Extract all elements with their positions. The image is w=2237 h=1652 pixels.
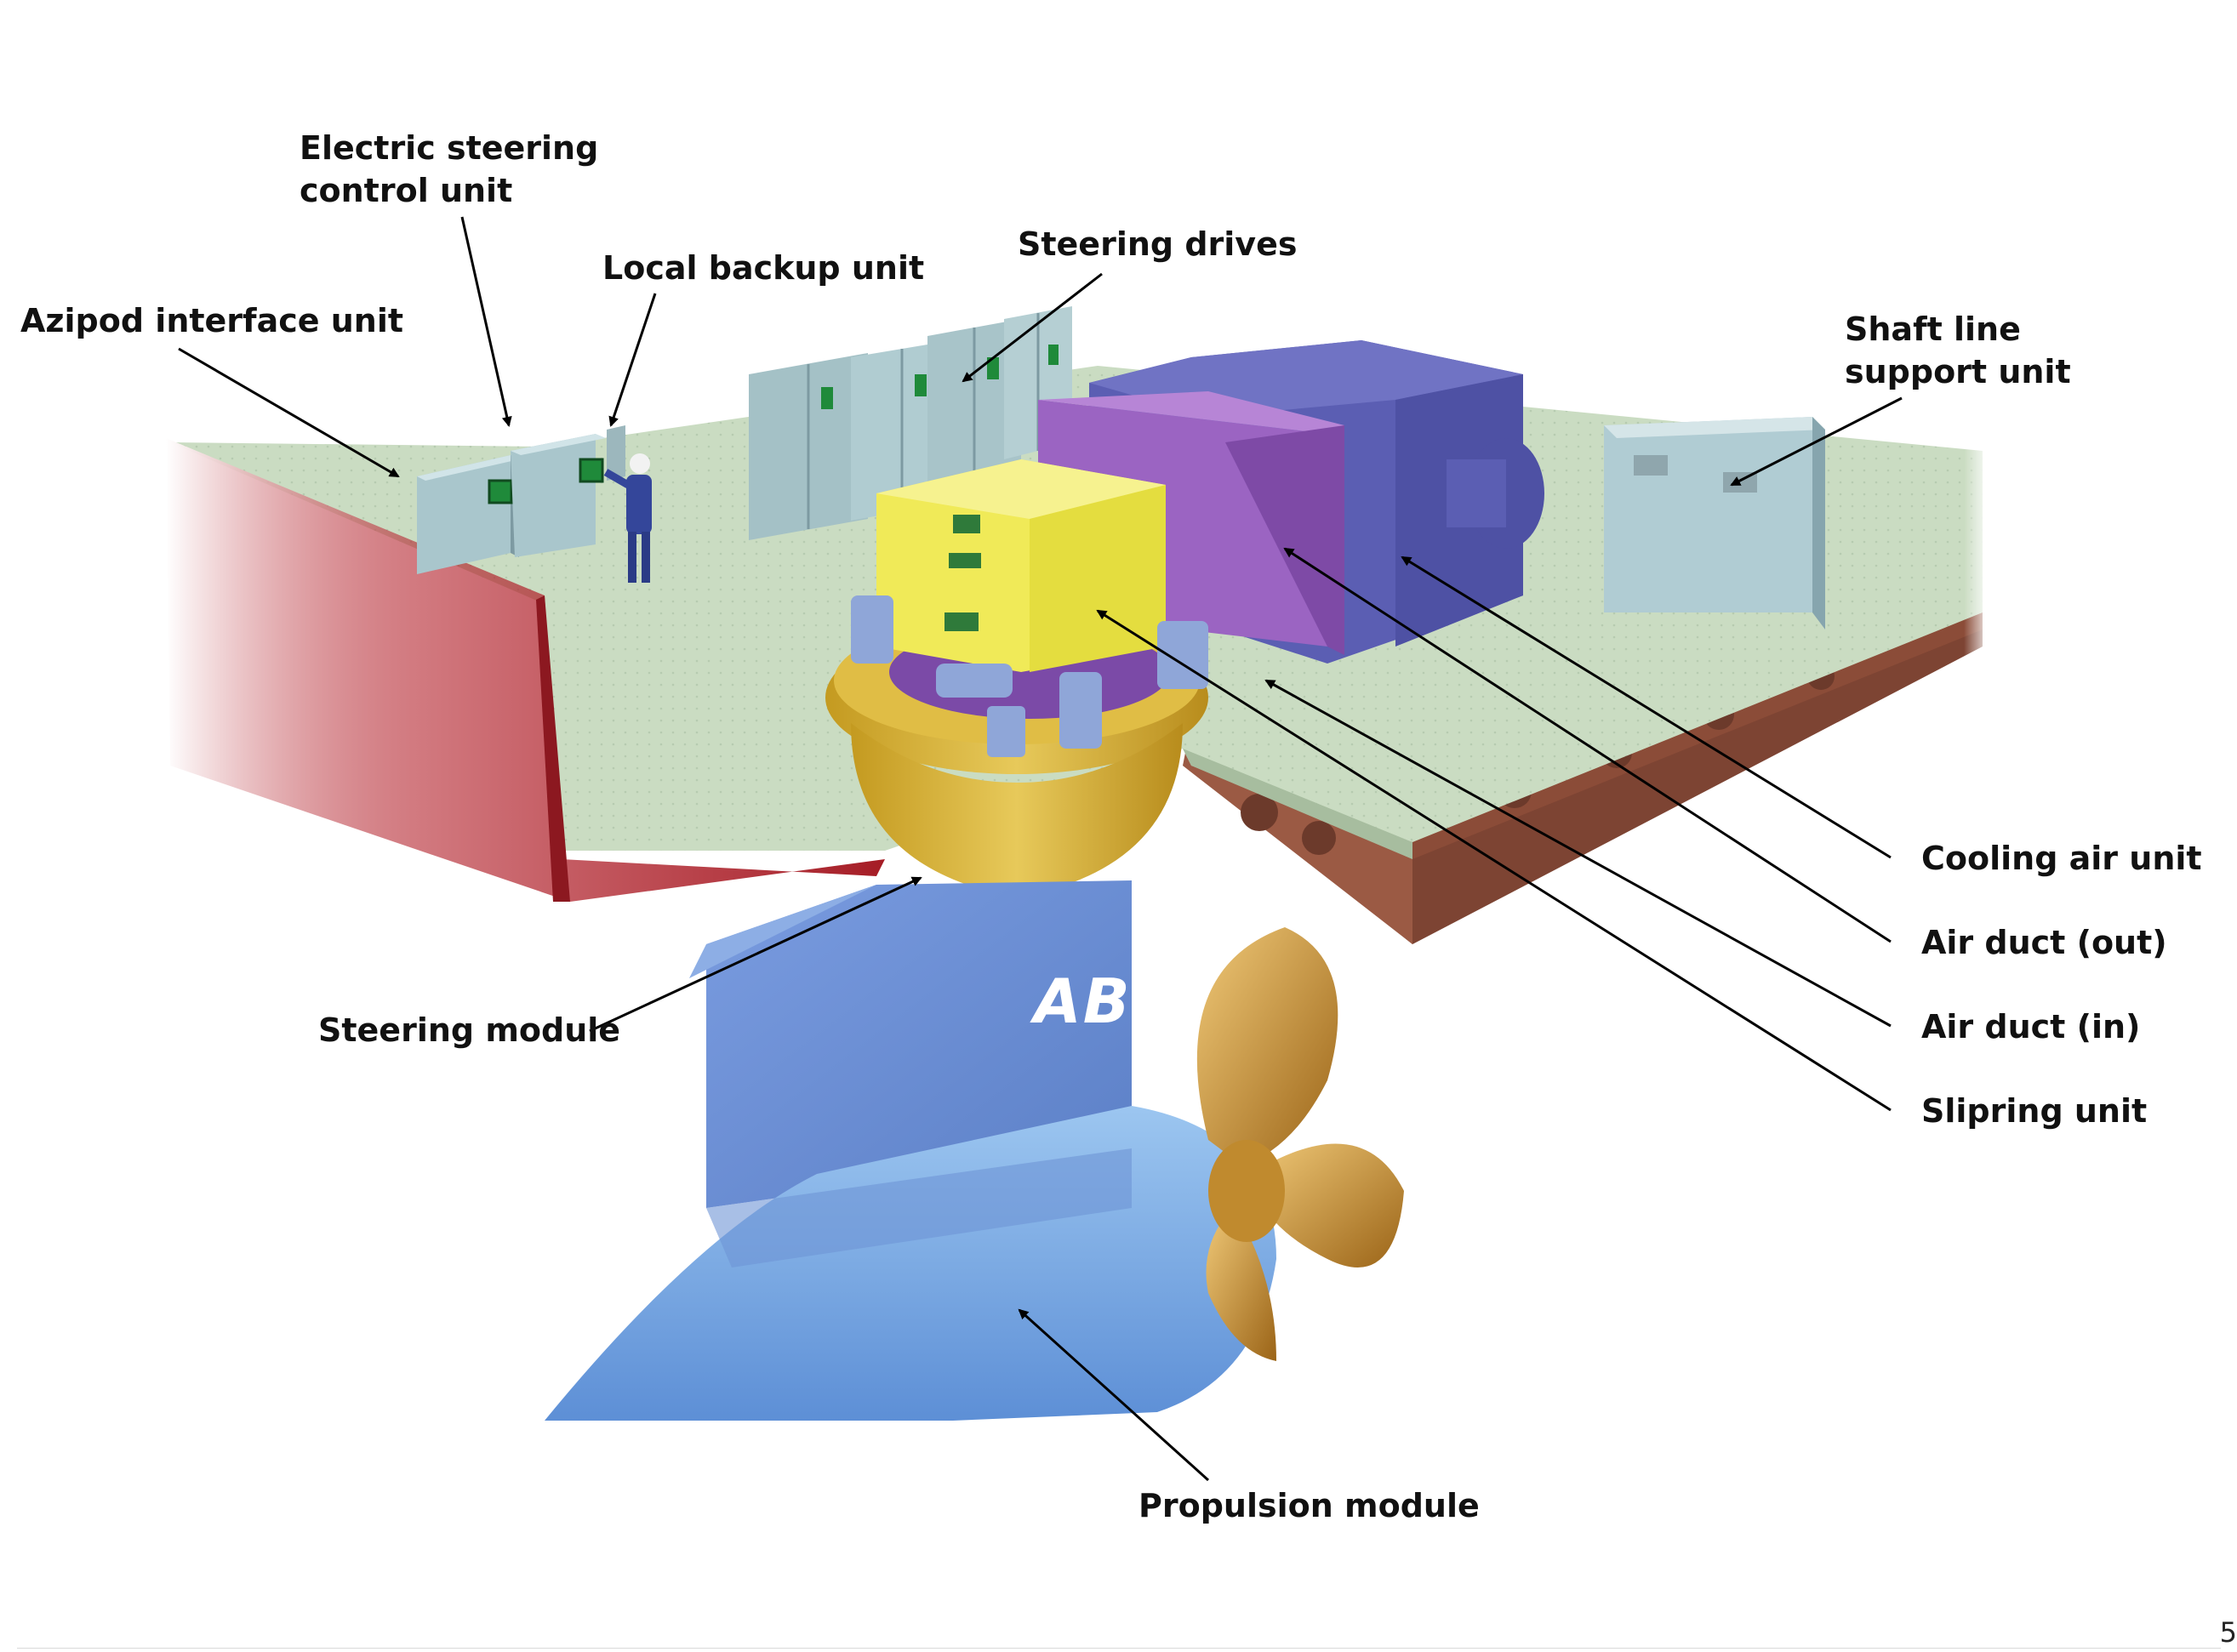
leader-steering-module: [589, 876, 922, 1033]
label-steering-drives: Steering drives: [1018, 225, 1298, 263]
leader-lines: [178, 216, 1903, 1482]
label-shaft-line-line2: support unit: [1845, 353, 2071, 390]
leader-steering-drives: [962, 272, 1103, 383]
shaft-line-support-cabinet: [1604, 417, 1825, 629]
label-electric-steering-line1: Electric steering: [300, 129, 599, 167]
leader-electric-steering: [460, 216, 512, 427]
slipring-unit: [876, 459, 1170, 719]
label-air-duct-in: Air duct (in): [1921, 1008, 2141, 1045]
leader-slipring: [1096, 609, 1892, 1112]
label-shaft-line-support-unit: Shaft line support unit: [1845, 308, 2071, 393]
leader-air-duct-out: [1283, 547, 1892, 943]
steering-module-strut: [689, 880, 1132, 1208]
steering-drives-cabinets: [749, 306, 1072, 540]
label-slipring-unit: Slipring unit: [1921, 1092, 2148, 1130]
label-shaft-line-line1: Shaft line: [1845, 310, 2021, 348]
leader-propulsion-module: [1018, 1308, 1210, 1482]
page-number: 5: [2219, 1616, 2237, 1649]
cabinets-left: [417, 425, 652, 583]
abb-logo: ABB: [1034, 966, 1180, 1037]
leader-air-duct-in: [1264, 679, 1892, 1028]
label-cooling-air-unit: Cooling air unit: [1921, 840, 2202, 877]
label-air-duct-out: Air duct (out): [1921, 924, 2167, 961]
label-steering-module: Steering module: [318, 1011, 621, 1049]
leader-shaft-line: [1730, 396, 1903, 487]
leader-azipod-interface: [178, 347, 400, 478]
label-electric-steering-line2: control unit: [300, 172, 513, 209]
hull-side-red: [166, 438, 885, 902]
label-azipod-interface-unit: Azipod interface unit: [20, 302, 404, 339]
label-propulsion-module: Propulsion module: [1138, 1487, 1480, 1524]
steering-motors: [851, 595, 1208, 757]
label-local-backup-unit: Local backup unit: [602, 249, 925, 287]
leader-local-backup: [608, 293, 657, 427]
propulsion-module-pod: [545, 1106, 1276, 1421]
leader-cooling-air: [1401, 555, 1892, 859]
label-electric-steering-control-unit: Electric steering control unit: [300, 127, 598, 212]
propeller: [1196, 927, 1404, 1361]
